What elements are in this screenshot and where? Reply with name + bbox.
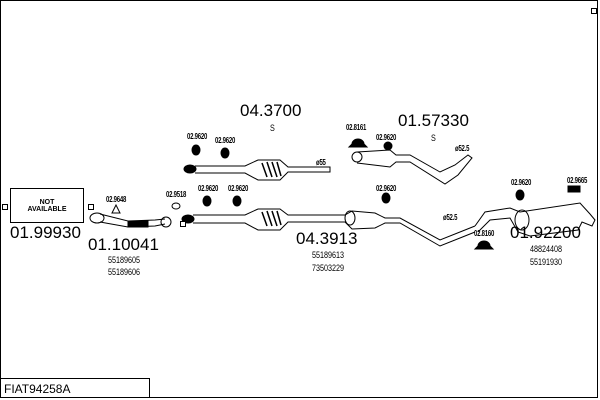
not-available-line2: AVAILABLE <box>27 205 67 213</box>
diameter-label: ø52.5 <box>443 213 458 222</box>
fitting-code: 02.8160 <box>474 229 495 238</box>
rubber-hangers <box>111 138 581 250</box>
fitting-code: 02.9648 <box>106 195 127 204</box>
part-suffix: S <box>431 133 436 143</box>
oem-ref: 48824408 <box>530 244 563 254</box>
fitting-code: 02.9620 <box>228 184 249 193</box>
catalyst-upper <box>183 159 331 181</box>
fitting-code: 02.9620 <box>215 136 236 145</box>
fitting-code: 02.8161 <box>346 123 367 132</box>
part-code: 04.3913 <box>296 229 358 248</box>
fitting-code: 02.9665 <box>567 176 588 185</box>
rear-silencer <box>474 202 596 237</box>
fitting-code: 02.9620 <box>187 132 208 141</box>
oem-ref: 55191930 <box>530 257 563 267</box>
oem-ref: 73503229 <box>312 263 345 273</box>
oem-ref: 55189613 <box>312 250 345 260</box>
part-code: 01.10041 <box>88 235 159 254</box>
not-available-line1: NOT <box>39 198 55 206</box>
not-available-box: NOT AVAILABLE <box>10 188 84 223</box>
middle-silencer <box>351 149 473 185</box>
part-code: 04.3700 <box>240 101 302 120</box>
fitting-code: 02.9620 <box>511 178 532 187</box>
part-suffix: S <box>270 123 275 133</box>
fitting-code: 02.9620 <box>198 184 219 193</box>
part-code: 01.99930 <box>10 223 81 242</box>
diameter-label: ø55 <box>316 158 326 167</box>
fitting-code: 02.9620 <box>376 133 397 142</box>
diagram-title: FIAT94258A <box>0 378 150 398</box>
marker-square <box>180 221 186 227</box>
marker-square <box>591 8 597 14</box>
front-pipe <box>89 212 172 228</box>
fitting-code: 02.9518 <box>166 190 187 199</box>
fitting-code: 02.9620 <box>376 184 397 193</box>
marker-square <box>88 204 94 210</box>
part-code: 01.57330 <box>398 111 469 130</box>
oem-ref: 55189606 <box>108 267 141 277</box>
marker-square <box>2 204 8 210</box>
oem-ref: 55189605 <box>108 255 141 265</box>
diameter-label: ø52.5 <box>455 144 470 153</box>
part-code: 01.92200 <box>510 223 581 242</box>
